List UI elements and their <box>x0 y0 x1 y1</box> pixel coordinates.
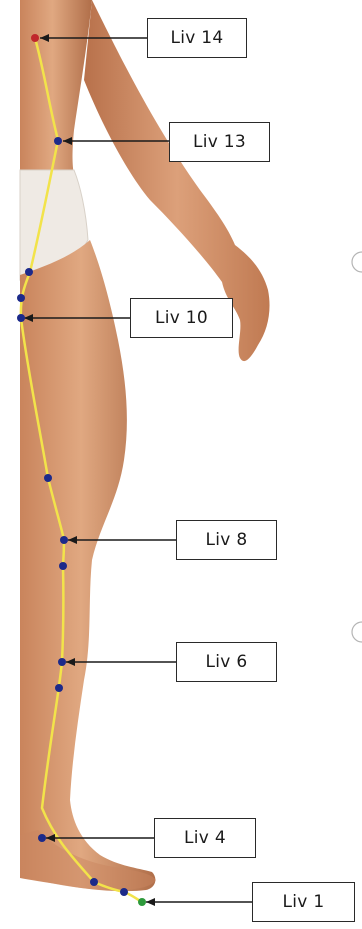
label-liv8: Liv 8 <box>176 520 277 560</box>
page-hole-circle <box>352 622 362 642</box>
point-liv1 <box>138 898 146 906</box>
point-liv11 <box>17 294 25 302</box>
point-liv6 <box>58 658 66 666</box>
point-liv3 <box>90 878 98 886</box>
label-liv4: Liv 4 <box>154 818 256 858</box>
label-liv13: Liv 13 <box>169 122 270 162</box>
page-hole-circle <box>352 252 362 272</box>
label-liv1: Liv 1 <box>252 882 355 922</box>
arrowhead-liv1 <box>146 898 155 906</box>
point-liv14 <box>31 34 39 42</box>
point-liv2 <box>120 888 128 896</box>
point-liv8 <box>60 536 68 544</box>
label-liv14: Liv 14 <box>147 18 247 58</box>
label-liv10: Liv 10 <box>130 298 233 338</box>
point-liv13 <box>54 137 62 145</box>
point-liv7 <box>59 562 67 570</box>
point-liv12 <box>25 268 33 276</box>
point-liv4 <box>38 834 46 842</box>
label-liv6: Liv 6 <box>176 642 277 682</box>
point-liv10 <box>17 314 25 322</box>
point-liv9 <box>44 474 52 482</box>
point-liv5 <box>55 684 63 692</box>
